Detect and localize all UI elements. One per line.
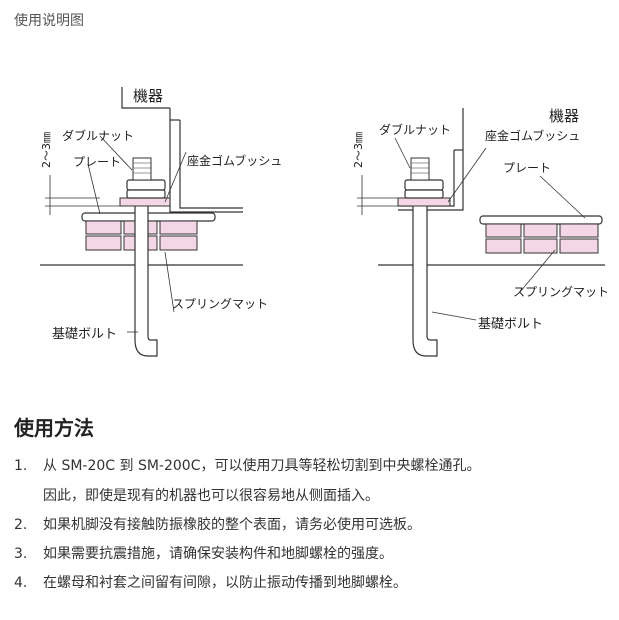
step-number: 3. [14, 546, 28, 562]
left-machine-label: 機器 [133, 87, 163, 105]
right-machine-label: 機器 [549, 107, 579, 125]
left-figure: 機器 2～3㎜ ダブルナット プレート 座金ゴムブッシュ スプリングマット 基礎… [40, 87, 282, 357]
left-anchor-bolt-label: 基礎ボルト [52, 327, 117, 342]
step-text: 如果需要抗震措施，请确保安装构件和地脚螺栓的强度。 [43, 546, 393, 562]
step-item: 4. 在螺母和衬套之间留有间隙，以防止振动传播到地脚螺栓。 [14, 574, 480, 593]
step-number: 1. [14, 458, 28, 474]
diagram-caption: 使用说明图 [14, 13, 84, 29]
left-rubber-bush-label: 座金ゴムブッシュ [187, 153, 282, 168]
right-rubber-bush-label: 座金ゴムブッシュ [485, 128, 580, 143]
step-number: 2. [14, 517, 28, 533]
installation-diagram: 機器 2～3㎜ ダブルナット プレート 座金ゴムブッシュ スプリングマット 基礎… [40, 87, 609, 357]
right-double-nut-label: ダブルナット [379, 122, 451, 137]
right-spring-mat-label: スプリングマット [513, 285, 609, 299]
left-gap-label: 2～3㎜ [40, 132, 53, 168]
step-continuation: 因此，即使是现有的机器也可以很容易地从侧面插入。 [43, 488, 379, 504]
step-text: 如果机脚没有接触防振橡胶的整个表面，请务必使用可选板。 [43, 517, 421, 533]
left-plate-label: プレート [73, 155, 121, 169]
left-spring-mat-label: スプリングマット [172, 297, 268, 311]
right-plate-label: プレート [503, 161, 551, 175]
step-item: 3. 如果需要抗震措施，请确保安装构件和地脚螺栓的强度。 [14, 545, 480, 564]
step-text: 在螺母和衬套之间留有间隙，以防止振动传播到地脚螺栓。 [43, 575, 407, 591]
left-double-nut-label: ダブルナット [62, 128, 134, 143]
step-text: 从 SM-20C 到 SM-200C，可以使用刀具等轻松切割到中央螺栓通孔。 [43, 458, 481, 474]
right-anchor-bolt-label: 基礎ボルト [478, 317, 543, 332]
step-number: 4. [14, 575, 28, 591]
usage-steps: 1. 从 SM-20C 到 SM-200C，可以使用刀具等轻松切割到中央螺栓通孔… [14, 457, 480, 603]
step-item: 1. 从 SM-20C 到 SM-200C，可以使用刀具等轻松切割到中央螺栓通孔… [14, 457, 480, 506]
step-item: 2. 如果机脚没有接触防振橡胶的整个表面，请务必使用可选板。 [14, 516, 480, 535]
right-gap-label: 2～3㎜ [352, 132, 365, 168]
section-title: 使用方法 [14, 416, 94, 440]
right-figure: 機器 2～3㎜ ダブルナット 座金ゴムブッシュ プレート スプリングマット 基礎… [352, 107, 609, 357]
